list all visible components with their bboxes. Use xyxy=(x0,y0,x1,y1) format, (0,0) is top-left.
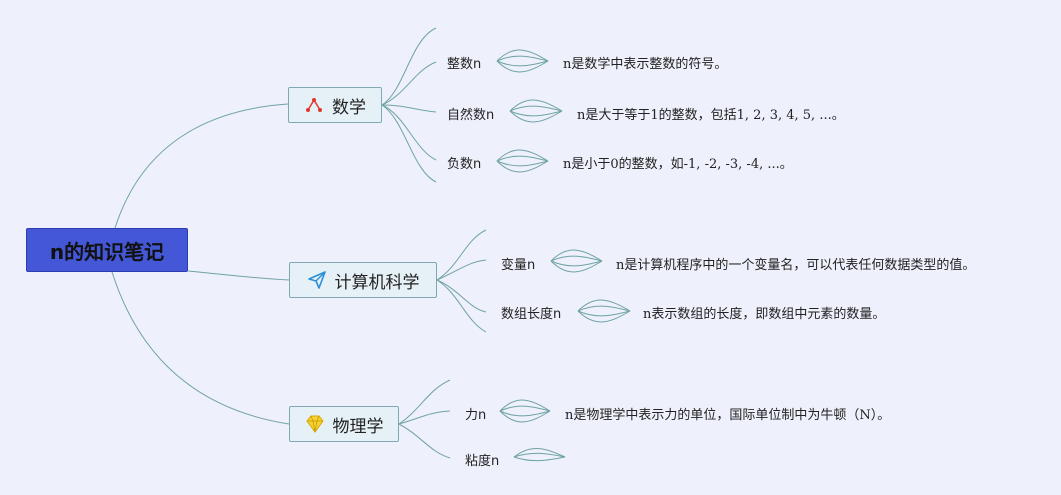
connector-negative-desc-3 xyxy=(496,160,549,173)
leaf-natural-number[interactable]: 自然数n xyxy=(447,104,494,123)
connector-viscosity-desc-1 xyxy=(513,452,566,458)
connector-natural-desc-2 xyxy=(509,110,563,117)
connector-math-natural xyxy=(381,104,437,113)
branch-math-label: 数学 xyxy=(332,97,366,118)
connector-array-desc-0 xyxy=(577,299,631,312)
connector-cs-variable xyxy=(436,259,487,281)
connector-force-desc-1 xyxy=(499,405,551,412)
leaf-array-length-label: 数组长度n xyxy=(501,307,562,322)
desc-variable[interactable]: n是计算机程序中的一个变量名，可以代表任何数据类型的值。 xyxy=(616,254,975,273)
connector-physics-top xyxy=(398,379,451,425)
desc-negative-number-text: n是小于0的整数，如-1, -2, -3, -4, ...。 xyxy=(563,157,793,172)
connector-force-desc-0 xyxy=(499,399,551,412)
connector-cs-array xyxy=(436,279,487,313)
desc-force-text: n是物理学中表示力的单位，国际单位制中为牛顿（N）。 xyxy=(565,408,891,423)
connector-integer-desc-2 xyxy=(496,60,549,67)
root-topic-label: n的知识笔记 xyxy=(49,239,165,264)
connector-physics-viscosity xyxy=(398,423,451,459)
paper-plane-icon xyxy=(307,271,326,289)
connector-root-physics xyxy=(111,271,290,425)
connector-natural-desc-3 xyxy=(509,110,563,123)
connector-viscosity-desc-0 xyxy=(513,448,566,458)
connector-math-top xyxy=(381,27,437,106)
branch-computer-science[interactable]: 计算机科学 xyxy=(289,262,437,298)
connector-integer-desc-0 xyxy=(496,49,549,62)
leaf-force[interactable]: 力n xyxy=(465,404,486,423)
molecule-icon xyxy=(306,98,322,112)
connector-negative-desc-0 xyxy=(496,149,549,162)
connector-force-desc-3 xyxy=(499,410,551,423)
desc-integer[interactable]: n是数学中表示整数的符号。 xyxy=(563,53,727,72)
connector-negative-desc-2 xyxy=(496,160,549,167)
connector-cs-bottom xyxy=(436,279,487,333)
desc-force[interactable]: n是物理学中表示力的单位，国际单位制中为牛顿（N）。 xyxy=(565,404,890,423)
connector-viscosity-desc-2 xyxy=(513,456,566,462)
root-topic[interactable]: n的知识笔记 xyxy=(26,228,188,272)
connector-negative-desc-1 xyxy=(496,155,549,162)
leaf-viscosity[interactable]: 粘度n xyxy=(465,450,499,469)
connector-root-cs xyxy=(187,270,290,281)
connector-natural-desc-1 xyxy=(509,105,563,112)
branch-physics[interactable]: 物理学 xyxy=(289,406,399,442)
desc-array-length[interactable]: n表示数组的长度，即数组中元素的数量。 xyxy=(643,303,885,322)
leaf-variable[interactable]: 变量n xyxy=(501,254,535,273)
connector-array-desc-3 xyxy=(577,310,631,323)
leaf-integer[interactable]: 整数n xyxy=(447,53,481,72)
connector-root-math xyxy=(114,103,289,229)
connector-math-integer xyxy=(381,61,437,106)
leaf-natural-number-label: 自然数n xyxy=(447,108,495,123)
leaf-array-length[interactable]: 数组长度n xyxy=(501,303,561,322)
connector-variable-desc-2 xyxy=(550,260,603,267)
connector-array-desc-2 xyxy=(577,310,631,317)
connector-math-negative xyxy=(381,104,437,161)
connector-integer-desc-3 xyxy=(496,60,549,73)
connector-force-desc-2 xyxy=(499,410,551,417)
connector-math-bottom xyxy=(381,104,437,183)
leaf-negative-number[interactable]: 负数n xyxy=(447,153,481,172)
desc-negative-number[interactable]: n是小于0的整数，如-1, -2, -3, -4, ...。 xyxy=(563,153,793,172)
desc-integer-text: n是数学中表示整数的符号。 xyxy=(563,57,728,72)
connector-variable-desc-0 xyxy=(550,249,603,262)
connector-integer-desc-1 xyxy=(496,55,549,62)
connector-cs-top xyxy=(436,229,487,281)
branch-math[interactable]: 数学 xyxy=(288,87,382,123)
branch-computer-science-label: 计算机科学 xyxy=(334,272,420,293)
leaf-viscosity-label: 粘度n xyxy=(465,454,500,469)
leaf-negative-number-label: 负数n xyxy=(447,157,482,172)
connector-variable-desc-3 xyxy=(550,260,603,273)
leaf-variable-label: 变量n xyxy=(501,258,536,273)
connector-physics-force xyxy=(398,410,451,425)
connector-natural-desc-0 xyxy=(509,99,563,112)
branch-physics-label: 物理学 xyxy=(332,416,384,437)
diamond-icon xyxy=(305,415,324,433)
connector-variable-desc-1 xyxy=(550,255,603,262)
connector-array-desc-1 xyxy=(577,305,631,312)
desc-variable-text: n是计算机程序中的一个变量名，可以代表任何数据类型的值。 xyxy=(616,258,976,273)
leaf-force-label: 力n xyxy=(465,408,487,423)
leaf-integer-label: 整数n xyxy=(447,57,482,72)
desc-natural-number[interactable]: n是大于等于1的整数，包括1, 2, 3, 4, 5, ...。 xyxy=(577,104,845,123)
desc-natural-number-text: n是大于等于1的整数，包括1, 2, 3, 4, 5, ...。 xyxy=(577,108,845,123)
desc-array-length-text: n表示数组的长度，即数组中元素的数量。 xyxy=(643,307,886,322)
